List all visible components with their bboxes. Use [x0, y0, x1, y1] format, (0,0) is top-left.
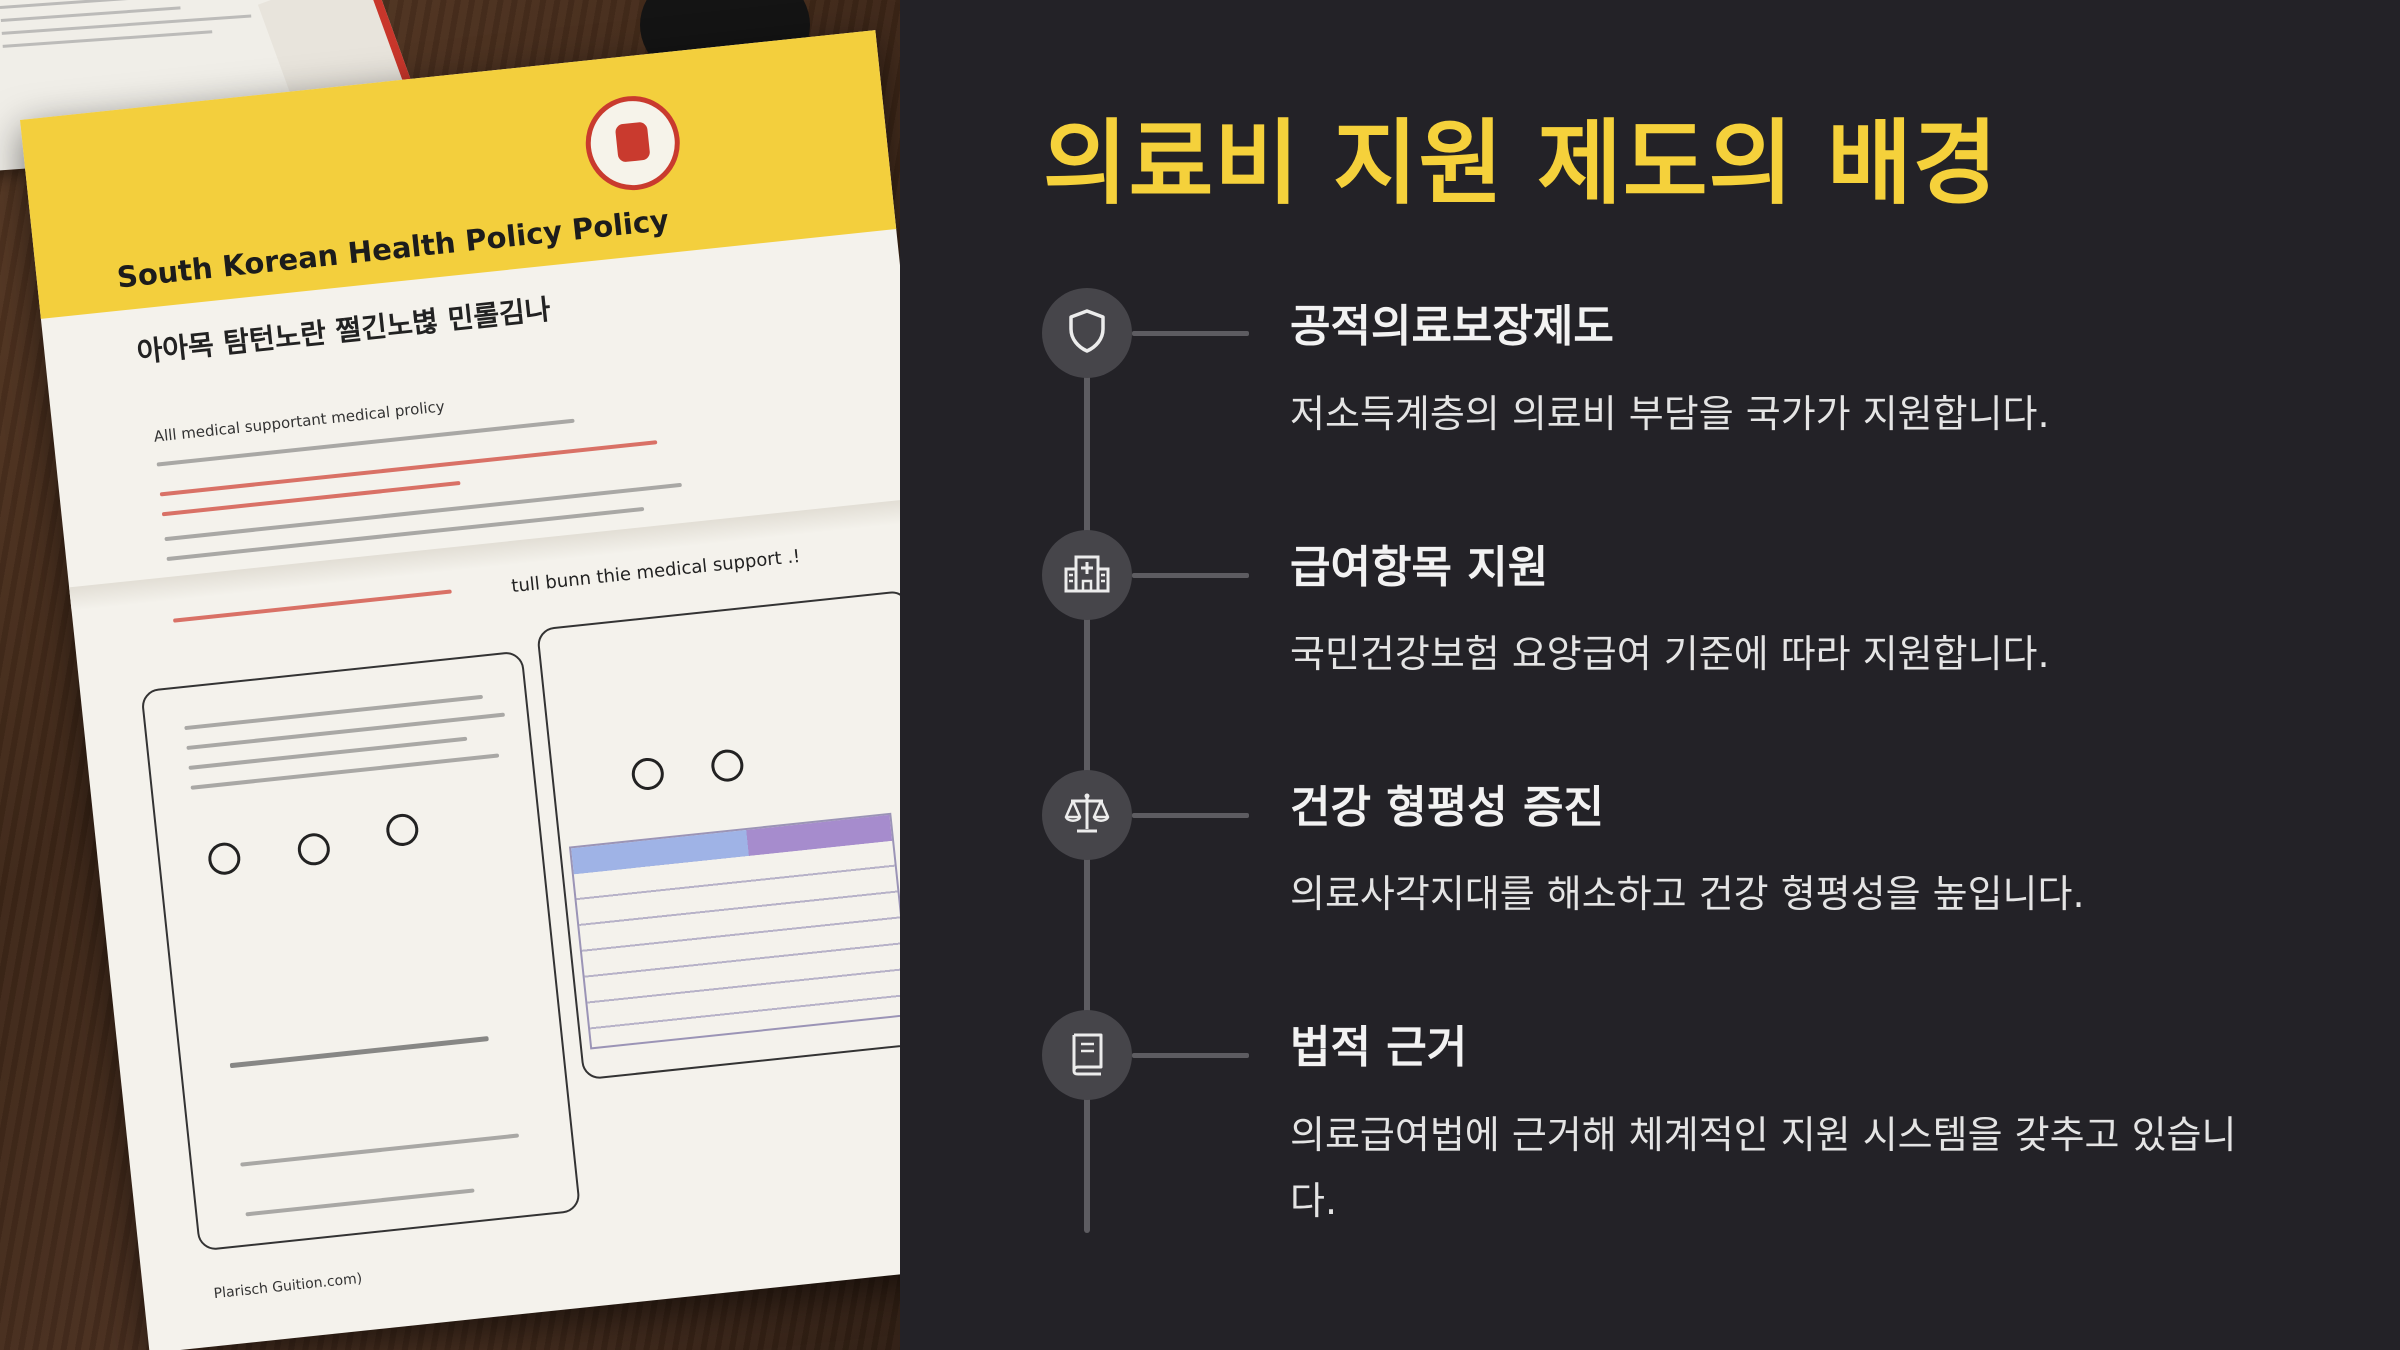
brochure-left-panel [140, 650, 582, 1252]
timeline-item-4-title: 법적 근거 [1290, 1022, 1468, 1073]
timeline-item-4-icon [1042, 1010, 1132, 1100]
timeline-item-2-description: 국민건강보험 요양급여 기준에 따라 지원합니다. [1290, 632, 2050, 676]
timeline-item-4-connector [1132, 1053, 1249, 1058]
book-icon [1061, 1027, 1113, 1083]
brochure-photo: South Korean Health Policy Policy 아아목 탐턴… [0, 0, 900, 1350]
hospital-icon [1061, 547, 1113, 603]
shield-icon [1061, 305, 1113, 361]
timeline-item-2-connector [1132, 573, 1249, 578]
page-title: 의료비 지원 제도의 배경 [1043, 110, 1999, 217]
timeline-item-3-icon [1042, 770, 1132, 860]
timeline-item-2-icon [1042, 530, 1132, 620]
brochure-footer: Plarisch Guition.com) [212, 1270, 363, 1303]
timeline-item-1-description: 저소득계층의 의료비 부담을 국가가 지원합니다. [1290, 392, 2050, 436]
scales-icon [1061, 787, 1113, 843]
timeline-item-1-icon [1042, 288, 1132, 378]
brochure-table [568, 812, 900, 1050]
timeline-item-3-connector [1132, 813, 1249, 818]
timeline-item-2-title: 급여항목 지원 [1290, 542, 1549, 593]
timeline-item-1-connector [1132, 331, 1249, 336]
timeline-item-1-title: 공적의료보장제도 [1290, 301, 1614, 352]
timeline-item-3-title: 건강 형평성 증진 [1290, 782, 1604, 833]
timeline-item-4-description: 의료급여법에 근거해 체계적인 지원 시스템을 갖추고 있습니다. [1290, 1113, 2237, 1223]
brochure: South Korean Health Policy Policy 아아목 탐턴… [20, 30, 900, 1350]
timeline-item-3-description: 의료사각지대를 해소하고 건강 형평성을 높입니다. [1290, 872, 2085, 916]
